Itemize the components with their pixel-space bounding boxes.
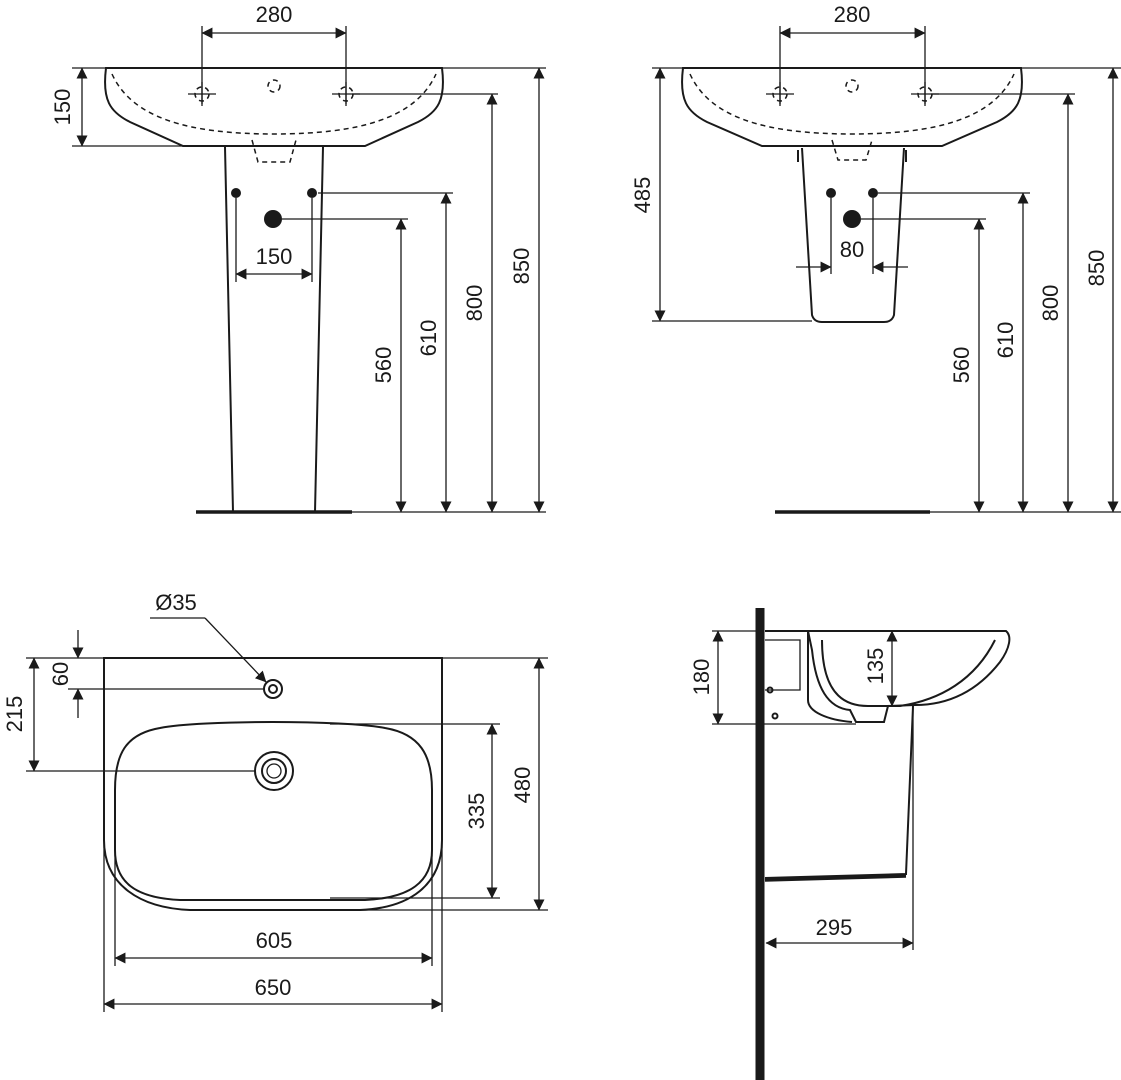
- dim-tap-spacing: 280: [834, 2, 871, 27]
- bowl-inner: [821, 639, 996, 707]
- basin-bowl-hidden: [689, 73, 1015, 135]
- tap-hole-center: [267, 79, 281, 93]
- dim-rim-height: 850: [1084, 250, 1109, 287]
- supply-pipe-left: [231, 188, 241, 198]
- supply-pipe-right: [868, 188, 878, 198]
- dim-basin-underside: 800: [1038, 285, 1063, 322]
- basin-outline: [103, 657, 443, 911]
- dim-pipe-spacing: 150: [256, 244, 293, 269]
- pedestal-outline: [224, 146, 324, 513]
- dim-basin-side-height: 180: [689, 659, 714, 696]
- semi-pedestal-profile: [764, 705, 914, 879]
- waste-pipe: [264, 210, 282, 228]
- dim-tap-hole-diameter: Ø35: [155, 590, 197, 615]
- semi-pedestal-outline: [801, 147, 905, 323]
- tap-hole: [263, 679, 283, 699]
- plan-view: Ø35 60 215 335 480 605 650: [2, 590, 548, 1012]
- basin-profile: [765, 630, 1011, 723]
- dim-supply-height: 610: [993, 322, 1018, 359]
- basin-bowl-hidden: [111, 73, 437, 135]
- dim-pipe-spacing: 80: [840, 237, 864, 262]
- waste-outlet-hidden: [831, 139, 873, 161]
- dim-bowl-width: 605: [256, 928, 293, 953]
- supply-pipe-left: [826, 188, 836, 198]
- dim-basin-underside: 800: [462, 285, 487, 322]
- dim-bowl-depth: 335: [464, 793, 489, 830]
- waste-pipe: [843, 210, 861, 228]
- dim-projection: 295: [816, 915, 853, 940]
- dim-bowl-height: 135: [863, 648, 888, 685]
- basin-outline: [104, 67, 444, 147]
- supply-pipe-right: [307, 188, 317, 198]
- waste-outlet: [254, 751, 294, 791]
- dim-waste-height: 560: [371, 347, 396, 384]
- semi-pedestal-front-view: 280 485 80 560 610 800 850: [630, 2, 1121, 514]
- dim-tap-spacing: 280: [256, 2, 293, 27]
- dim-rim-height: 850: [509, 248, 534, 285]
- dim-semi-pedestal-drop: 485: [630, 177, 655, 214]
- dim-waste-height: 560: [949, 347, 974, 384]
- dim-tap-hole-offset: 60: [48, 662, 73, 686]
- pedestal-front-view: 280 150 150 560 610 800 850: [50, 2, 546, 514]
- dim-supply-height: 610: [416, 320, 441, 357]
- dim-overall-width: 650: [255, 975, 292, 1000]
- bowl-outline: [114, 721, 433, 901]
- dim-basin-height: 150: [50, 89, 75, 126]
- dim-waste-offset: 215: [2, 696, 27, 733]
- waste-outlet-hidden: [251, 139, 297, 163]
- tap-hole-center: [845, 79, 859, 93]
- basin-outline: [681, 67, 1023, 147]
- side-view: 180 135 295: [689, 608, 1011, 1080]
- dim-overall-depth: 480: [510, 767, 535, 804]
